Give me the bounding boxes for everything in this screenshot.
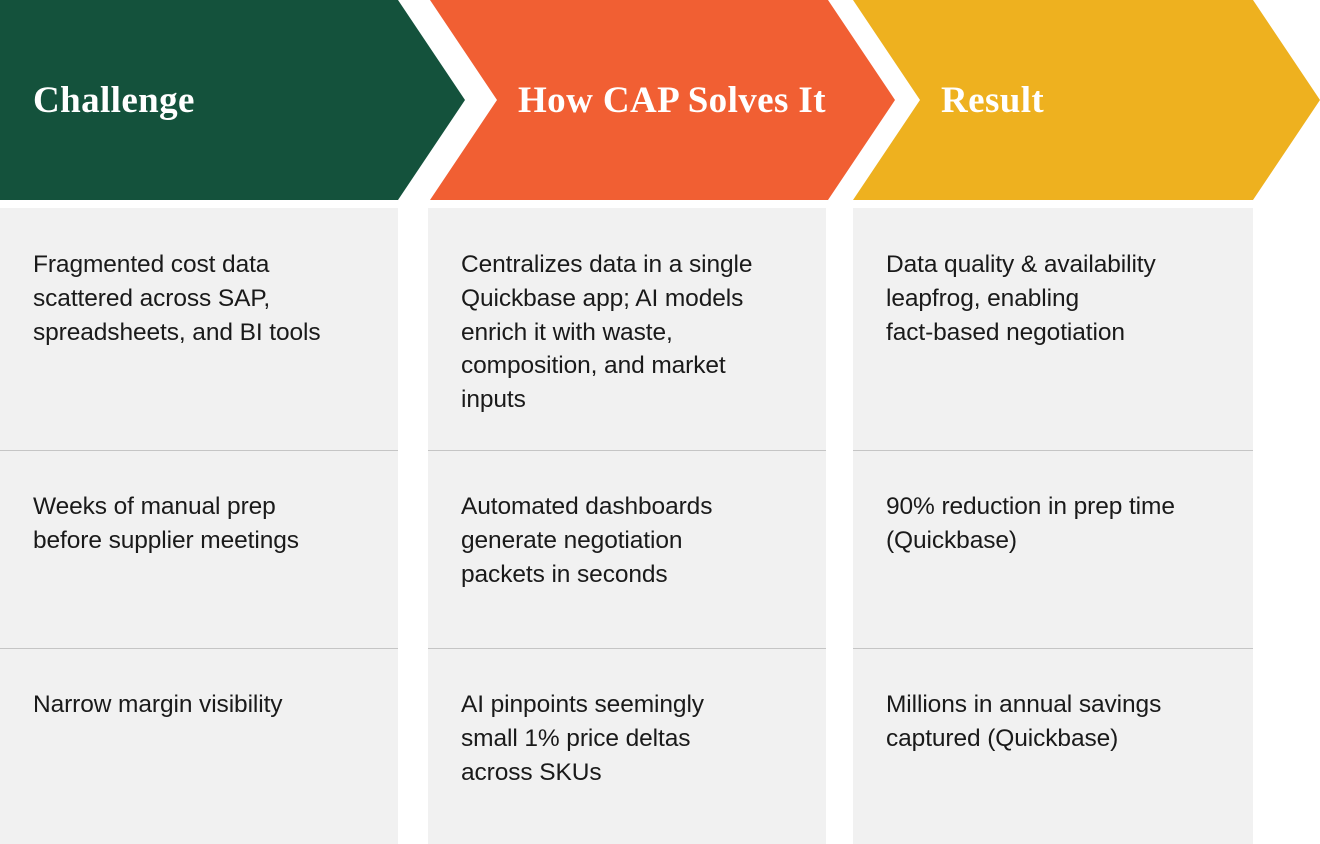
cell-text: Automated dashboards generate negotiatio… xyxy=(461,493,713,588)
body-grid: Fragmented cost data scattered across SA… xyxy=(0,208,1320,844)
cell-text: Weeks of manual prep before supplier mee… xyxy=(33,493,299,554)
header-chevron-result: Result xyxy=(853,0,1320,200)
cell-text: Fragmented cost data scattered across SA… xyxy=(33,251,321,346)
cell-challenge-row-1: Fragmented cost data scattered across SA… xyxy=(0,208,398,450)
cell-text: Millions in annual savings captured (Qui… xyxy=(886,691,1162,752)
cell-solution-row-2: Automated dashboards generate negotiatio… xyxy=(428,450,826,648)
header-chevron-challenge: Challenge xyxy=(0,0,465,200)
cell-challenge-row-2: Weeks of manual prep before supplier mee… xyxy=(0,450,398,648)
cell-result-row-1: Data quality & availability leapfrog, en… xyxy=(853,208,1253,450)
cell-solution-row-3: AI pinpoints seemingly small 1% price de… xyxy=(428,648,826,844)
cell-text: 90% reduction in prep time (Quickbase) xyxy=(886,493,1175,554)
cell-result-row-2: 90% reduction in prep time (Quickbase) xyxy=(853,450,1253,648)
header-label-challenge: Challenge xyxy=(33,79,195,121)
cell-text: Narrow margin visibility xyxy=(33,691,283,718)
header-chevron-how-cap-solves-it: How CAP Solves It xyxy=(430,0,895,200)
cell-result-row-3: Millions in annual savings captured (Qui… xyxy=(853,648,1253,844)
cell-text: Data quality & availability leapfrog, en… xyxy=(886,251,1156,346)
header-label-how-cap-solves-it: How CAP Solves It xyxy=(518,79,826,121)
cell-text: AI pinpoints seemingly small 1% price de… xyxy=(461,691,704,786)
header-chevron-row: Challenge How CAP Solves It Result xyxy=(0,0,1320,200)
cell-text: Centralizes data in a single Quickbase a… xyxy=(461,251,753,414)
cell-solution-row-1: Centralizes data in a single Quickbase a… xyxy=(428,208,826,450)
column-challenge: Fragmented cost data scattered across SA… xyxy=(0,208,398,844)
cell-challenge-row-3: Narrow margin visibility xyxy=(0,648,398,844)
column-result: Data quality & availability leapfrog, en… xyxy=(853,208,1253,844)
column-how-cap-solves-it: Centralizes data in a single Quickbase a… xyxy=(428,208,826,844)
header-label-result: Result xyxy=(941,79,1045,121)
